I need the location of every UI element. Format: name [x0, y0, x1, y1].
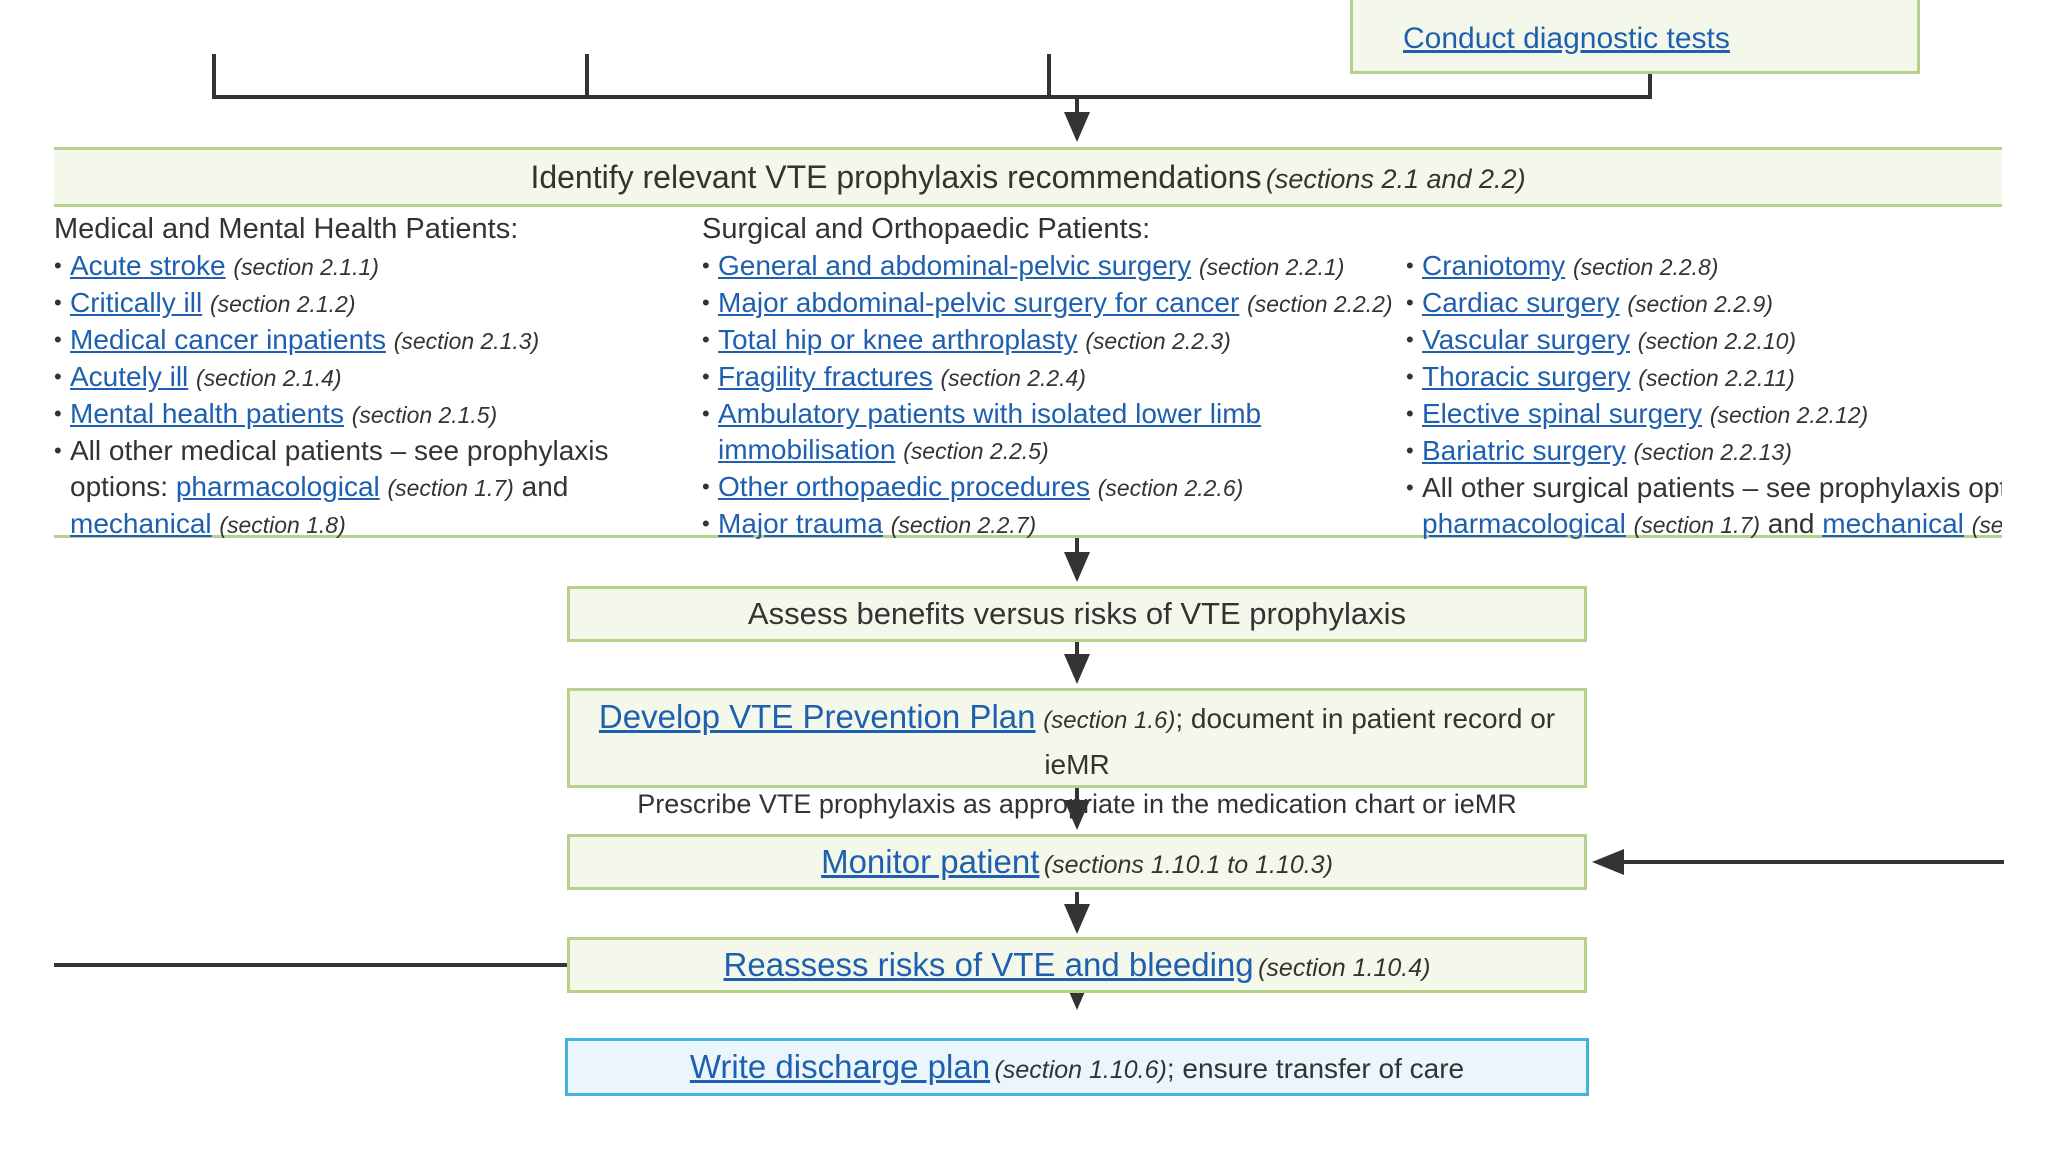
vascular-surgery-link[interactable]: Vascular surgery — [1422, 324, 1631, 355]
develop-line2: Prescribe VTE prophylaxis as appropriate… — [637, 789, 1517, 819]
major-trauma-link[interactable]: Major trauma — [718, 508, 883, 539]
list-item: Elective spinal surgery (section 2.2.12) — [1406, 396, 2002, 433]
identify-box: Identify relevant VTE prophylaxis recomm… — [54, 147, 2002, 207]
critically-ill-link[interactable]: Critically ill — [70, 287, 203, 318]
list-item: Ambulatory patients with isolated lower … — [702, 396, 1402, 469]
cardiac-surgery-link[interactable]: Cardiac surgery — [1422, 287, 1620, 318]
list-item: Cardiac surgery (section 2.2.9) — [1406, 285, 2002, 322]
surgical-mechanical-link[interactable]: mechanical — [1822, 508, 1964, 539]
list-item: Mental health patients (section 2.1.5) — [54, 396, 694, 433]
craniotomy-link[interactable]: Craniotomy — [1422, 250, 1566, 281]
reassess-box: Reassess risks of VTE and bleeding (sect… — [567, 937, 1587, 993]
acutely-ill-link[interactable]: Acutely ill — [70, 361, 189, 392]
list-item: Major abdominal-pelvic surgery for cance… — [702, 285, 1402, 322]
monitor-patient-link[interactable]: Monitor patient — [821, 843, 1040, 880]
reassess-risks-link[interactable]: Reassess risks of VTE and bleeding — [723, 946, 1254, 983]
list-item: All other medical patients – see prophyl… — [54, 433, 694, 543]
ambulatory-patients-link[interactable]: Ambulatory patients with isolated lower … — [718, 398, 1262, 429]
other-orthopaedic-link[interactable]: Other orthopaedic procedures — [718, 471, 1090, 502]
list-item: Craniotomy (section 2.2.8) — [1406, 248, 2002, 285]
list-item: Vascular surgery (section 2.2.10) — [1406, 322, 2002, 359]
monitor-box: Monitor patient (sections 1.10.1 to 1.10… — [567, 834, 1587, 890]
surgical-list: General and abdominal-pelvic surgery (se… — [702, 248, 1402, 543]
surgical-list-2: Craniotomy (section 2.2.8) Cardiac surge… — [1406, 248, 2002, 543]
general-surgery-link[interactable]: General and abdominal-pelvic surgery — [718, 250, 1192, 281]
spinal-surgery-link[interactable]: Elective spinal surgery — [1422, 398, 1703, 429]
list-item: Total hip or knee arthroplasty (section … — [702, 322, 1402, 359]
medical-pharmacological-link[interactable]: pharmacological — [175, 471, 380, 502]
list-item: Critically ill (section 2.1.2) — [54, 285, 694, 322]
develop-box: Develop VTE Prevention Plan (section 1.6… — [567, 688, 1587, 819]
recommendations-panel: Medical and Mental Health Patients: Acut… — [54, 210, 2002, 542]
mental-health-link[interactable]: Mental health patients — [70, 398, 344, 429]
list-item: Fragility fractures (section 2.2.4) — [702, 359, 1402, 396]
identify-section: (sections 2.1 and 2.2) — [1265, 164, 1526, 194]
medical-mechanical-link[interactable]: mechanical — [70, 508, 212, 539]
list-item: Acute stroke (section 2.1.1) — [54, 248, 694, 285]
list-item: All other surgical patients – see prophy… — [1406, 470, 2002, 543]
surgical-column: Surgical and Orthopaedic Patients: Gener… — [702, 210, 1402, 543]
assess-text: Assess benefits versus risks of VTE prop… — [747, 596, 1407, 631]
develop-plan-link[interactable]: Develop VTE Prevention Plan — [598, 698, 1036, 735]
acute-stroke-link[interactable]: Acute stroke — [70, 250, 226, 281]
diagnostic-tests-box: Conduct diagnostic tests — [1350, 0, 1920, 74]
list-item: General and abdominal-pelvic surgery (se… — [702, 248, 1402, 285]
surgical-pharmacological-link[interactable]: pharmacological — [1422, 508, 1626, 539]
surgical-heading: Surgical and Orthopaedic Patients: — [702, 213, 1151, 245]
list-item: Thoracic surgery (section 2.2.11) — [1406, 359, 2002, 396]
discharge-plan-link[interactable]: Write discharge plan — [689, 1048, 991, 1085]
medical-column: Medical and Mental Health Patients: Acut… — [54, 210, 694, 543]
medical-list: Acute stroke (section 2.1.1) Critically … — [54, 248, 694, 543]
list-item: Medical cancer inpatients (section 2.1.3… — [54, 322, 694, 359]
list-item: Acutely ill (section 2.1.4) — [54, 359, 694, 396]
diagnostic-tests-link[interactable]: Conduct diagnostic tests — [1403, 22, 1730, 55]
bariatric-surgery-link[interactable]: Bariatric surgery — [1422, 435, 1626, 466]
major-abdominal-cancer-link[interactable]: Major abdominal-pelvic surgery for cance… — [718, 287, 1240, 318]
medical-heading: Medical and Mental Health Patients: — [54, 213, 519, 245]
arthroplasty-link[interactable]: Total hip or knee arthroplasty — [718, 324, 1078, 355]
list-item: Bariatric surgery (section 2.2.13) — [1406, 433, 2002, 470]
list-item: Other orthopaedic procedures (section 2.… — [702, 469, 1402, 506]
fragility-fractures-link[interactable]: Fragility fractures — [718, 361, 933, 392]
thoracic-surgery-link[interactable]: Thoracic surgery — [1422, 361, 1631, 392]
medical-cancer-link[interactable]: Medical cancer inpatients — [70, 324, 386, 355]
immobilisation-link[interactable]: immobilisation — [718, 434, 896, 465]
list-item: Major trauma (section 2.2.7) — [702, 506, 1402, 543]
surgical-column-2: Craniotomy (section 2.2.8) Cardiac surge… — [1406, 248, 2002, 543]
identify-title: Identify relevant VTE prophylaxis recomm… — [530, 159, 1262, 195]
assess-box: Assess benefits versus risks of VTE prop… — [567, 586, 1587, 642]
discharge-box: Write discharge plan (section 1.10.6); e… — [565, 1038, 1589, 1096]
